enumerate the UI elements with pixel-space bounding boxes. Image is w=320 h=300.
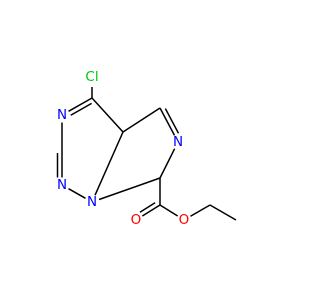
bond-c_carbonyl-o_double-second bbox=[139, 202, 156, 213]
bond-n8-c4a bbox=[94, 131, 124, 196]
bond-c5-n6-second bbox=[164, 108, 180, 134]
bond-c4a-c4 bbox=[91, 97, 124, 133]
bond-n1-n8 bbox=[68, 188, 86, 199]
atom-label-o_double: O bbox=[131, 212, 142, 228]
bond-n6-c7 bbox=[159, 148, 176, 179]
atom-label-n8: N bbox=[87, 194, 97, 210]
bond-c4a-c5 bbox=[122, 107, 161, 133]
bond-o_ester-c_ch2 bbox=[190, 204, 211, 217]
bond-c7-n8 bbox=[98, 177, 161, 201]
atom-label-n3: N bbox=[57, 107, 67, 123]
atom-label-layer: ClN N N N O O bbox=[57, 69, 189, 228]
molecule-structure-diagram: ClN N N N O O bbox=[56, 69, 237, 228]
atom-label-n1: N bbox=[57, 177, 67, 193]
bond-c4-n3 bbox=[68, 97, 93, 112]
atom-label-o_ester: O bbox=[179, 212, 190, 228]
bond-c_carbonyl-o_ester bbox=[159, 204, 179, 217]
bond-layer bbox=[56, 87, 237, 221]
atom-label-n6: N bbox=[173, 134, 183, 150]
atom-label-cl: Cl bbox=[85, 69, 98, 85]
bond-c_ch2-c_ch3 bbox=[209, 204, 237, 221]
bond-c5-n6 bbox=[159, 107, 176, 136]
bond-c_carbonyl-o_double bbox=[141, 204, 161, 217]
bond-c4-n3-second bbox=[70, 102, 92, 116]
